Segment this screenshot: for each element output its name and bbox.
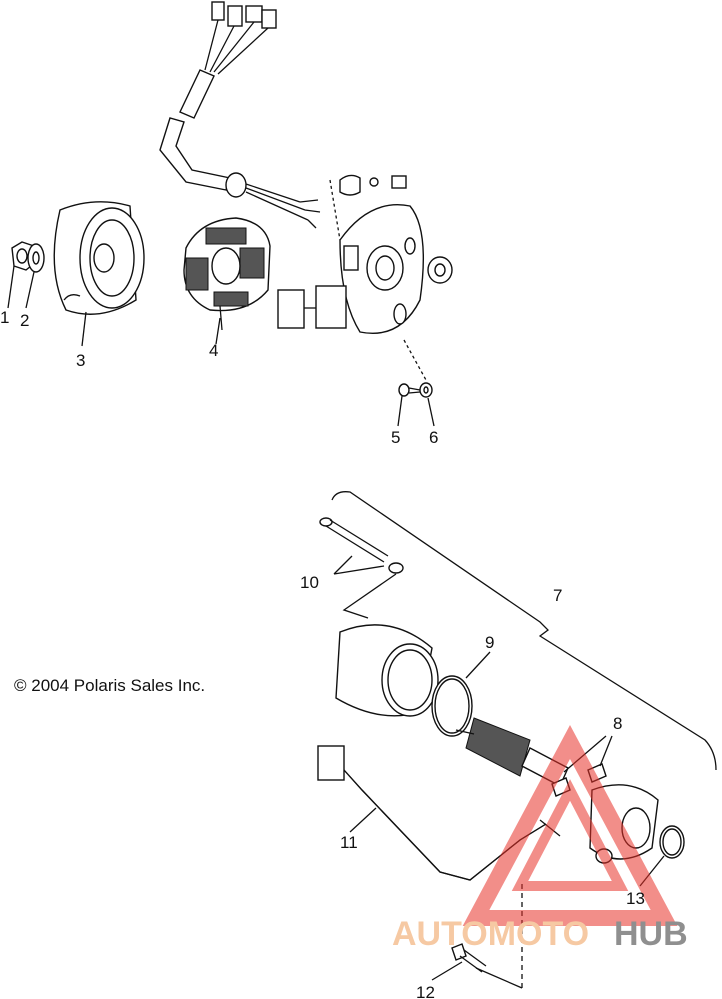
leader-dashed	[403, 339, 427, 381]
washer	[27, 243, 45, 273]
leader-10	[333, 555, 385, 575]
group-bracket	[331, 491, 717, 771]
watermark-logo	[462, 725, 678, 926]
callout-9: 9	[485, 633, 494, 652]
callout-10: 10	[300, 573, 319, 592]
callout-7: 7	[553, 586, 562, 605]
callout-13: 13	[626, 889, 645, 908]
callout-5: 5	[391, 428, 400, 447]
o-ring-9	[431, 675, 473, 737]
callout-11: 11	[340, 833, 358, 852]
flywheel	[53, 201, 145, 315]
mounting-bolt	[451, 943, 487, 973]
oil-seal	[427, 256, 453, 284]
copyright-text: © 2004 Polaris Sales Inc.	[14, 676, 205, 695]
callout-2: 2	[20, 311, 29, 330]
callout-8: 8	[613, 714, 622, 733]
watermark-text-automoto: AUTOMOTO	[392, 915, 589, 953]
wire-clamp	[329, 174, 407, 241]
callout-12: 12	[416, 983, 435, 999]
watermark-text-hub: HUB	[614, 915, 688, 953]
through-bolt	[319, 517, 404, 574]
leader-10-dash	[342, 573, 397, 619]
callout-4: 4	[209, 341, 218, 360]
wire-harness	[159, 1, 321, 229]
leader-12	[431, 961, 523, 989]
pickup-coil	[277, 285, 347, 329]
callout-6: 6	[429, 428, 438, 447]
callout-3: 3	[76, 351, 85, 370]
callout-1: 1	[0, 308, 9, 327]
starter-housing	[335, 624, 439, 717]
screw	[398, 383, 421, 397]
leader-lines-upper	[7, 265, 435, 427]
lock-washer	[419, 382, 433, 398]
stator-plate	[339, 204, 424, 334]
o-ring-13	[659, 825, 685, 859]
stator	[183, 217, 271, 331]
